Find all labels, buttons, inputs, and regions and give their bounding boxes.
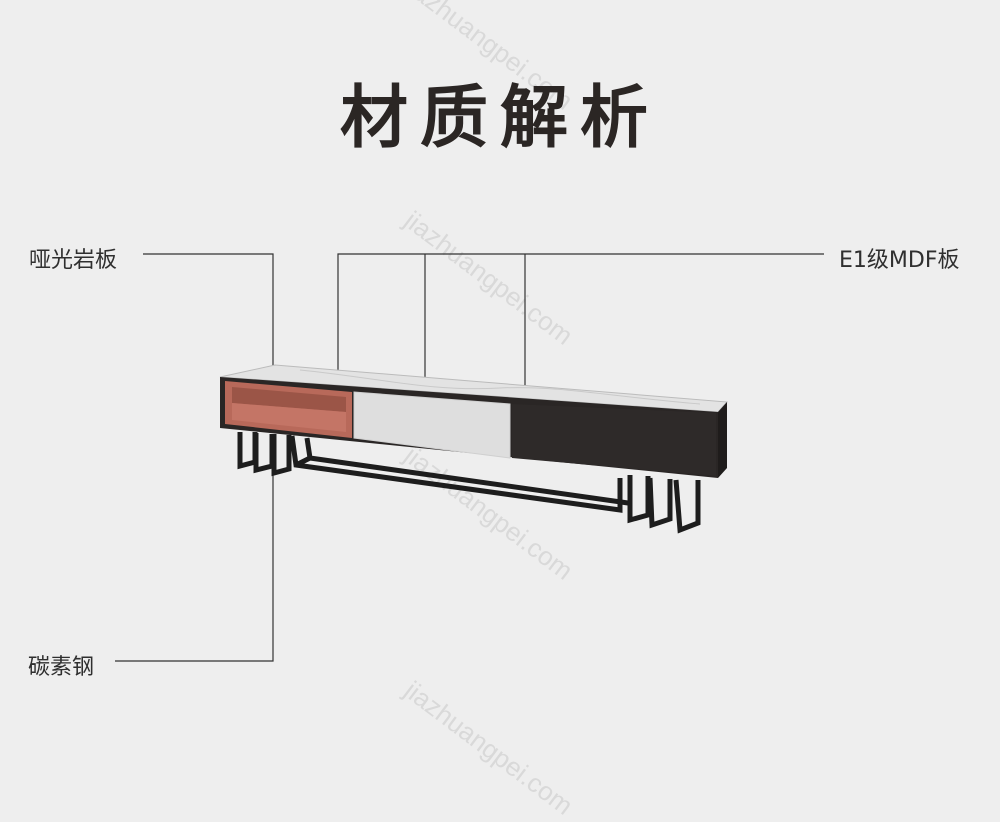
cabinet-body xyxy=(219,364,729,478)
label-matte-slate: 哑光岩板 xyxy=(29,248,118,273)
leader-line-top xyxy=(143,253,274,370)
dark-drawer xyxy=(512,404,716,476)
leader-line-steel xyxy=(115,455,274,662)
label-carbon-steel: 碳素钢 xyxy=(28,655,95,680)
page-title: 材质解析 xyxy=(339,79,660,158)
label-mdf-board: E1级MDF板 xyxy=(839,248,960,273)
leader-line-mdf xyxy=(337,253,824,390)
leader-lines xyxy=(115,253,824,662)
steel-frame xyxy=(237,432,701,534)
white-drawer xyxy=(353,391,511,459)
